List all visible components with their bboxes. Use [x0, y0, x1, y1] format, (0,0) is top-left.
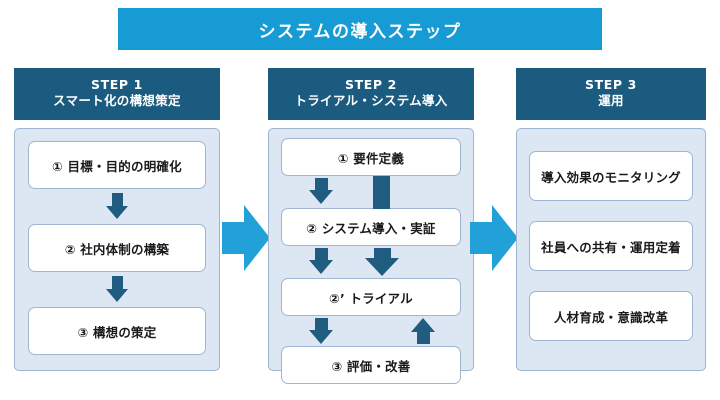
page-title: システムの導入ステップ — [258, 21, 462, 42]
step-panel-1: ① 目標・目的の明確化 ② 社内体制の構築 ③ 構想の策定 — [14, 128, 220, 371]
arrow-down-icon — [309, 318, 333, 344]
step-name-2: トライアル・システム導入 — [294, 93, 448, 108]
step-number-1: STEP 1 — [91, 77, 143, 92]
step-column-2: STEP 2 トライアル・システム導入 ① 要件定義 ② システム導入・実証 ②… — [268, 68, 474, 384]
step-panel-2: ① 要件定義 ② システム導入・実証 ②’ トライアル ③ — [268, 128, 474, 384]
step2-item-4[interactable]: ③ 評価・改善 — [281, 346, 461, 384]
step-number-3: STEP 3 — [585, 77, 637, 92]
step-name-1: スマート化の構想策定 — [53, 93, 181, 108]
step2-item-3[interactable]: ②’ トライアル — [281, 278, 461, 316]
step2-arrow-1-2 — [281, 176, 461, 208]
step-number-2: STEP 2 — [345, 77, 397, 92]
arrow-down-icon — [309, 248, 333, 274]
arrow-down-icon — [309, 178, 333, 204]
step1-item-3[interactable]: ③ 構想の策定 — [28, 307, 206, 355]
step-header-2: STEP 2 トライアル・システム導入 — [268, 68, 474, 120]
step2-arrow-loop-2p-3 — [281, 316, 461, 346]
step2-item-2[interactable]: ② システム導入・実証 — [281, 208, 461, 246]
step3-item-2[interactable]: 社員への共有・運用定着 — [529, 221, 693, 271]
arrow-down-icon — [106, 193, 128, 219]
step2-arrow-2-2p — [281, 246, 461, 278]
bypass-connector-bar — [373, 176, 390, 209]
step3-item-1[interactable]: 導入効果のモニタリング — [529, 151, 693, 201]
step-column-1: STEP 1 スマート化の構想策定 ① 目標・目的の明確化 ② 社内体制の構築 … — [14, 68, 220, 371]
step-header-1: STEP 1 スマート化の構想策定 — [14, 68, 220, 120]
step1-item-2[interactable]: ② 社内体制の構築 — [28, 224, 206, 272]
spacer — [529, 271, 693, 291]
bypass-arrow-down-icon — [365, 248, 399, 276]
step-column-3: STEP 3 運用 導入効果のモニタリング 社員への共有・運用定着 人材育成・意… — [516, 68, 706, 371]
step1-arrow-2-3 — [28, 272, 206, 307]
step1-arrow-1-2 — [28, 189, 206, 224]
arrow-down-icon — [106, 276, 128, 302]
spacer — [529, 201, 693, 221]
step3-item-3[interactable]: 人材育成・意識改革 — [529, 291, 693, 341]
connector-arrow-step1-step2 — [222, 205, 270, 271]
step2-item-1[interactable]: ① 要件定義 — [281, 138, 461, 176]
connector-arrow-step2-step3 — [470, 205, 518, 271]
step-panel-3: 導入効果のモニタリング 社員への共有・運用定着 人材育成・意識改革 — [516, 128, 706, 371]
step1-item-1[interactable]: ① 目標・目的の明確化 — [28, 141, 206, 189]
arrow-up-icon — [411, 318, 435, 344]
step-name-3: 運用 — [598, 93, 624, 108]
step-header-3: STEP 3 運用 — [516, 68, 706, 120]
title-banner: システムの導入ステップ — [118, 8, 602, 50]
